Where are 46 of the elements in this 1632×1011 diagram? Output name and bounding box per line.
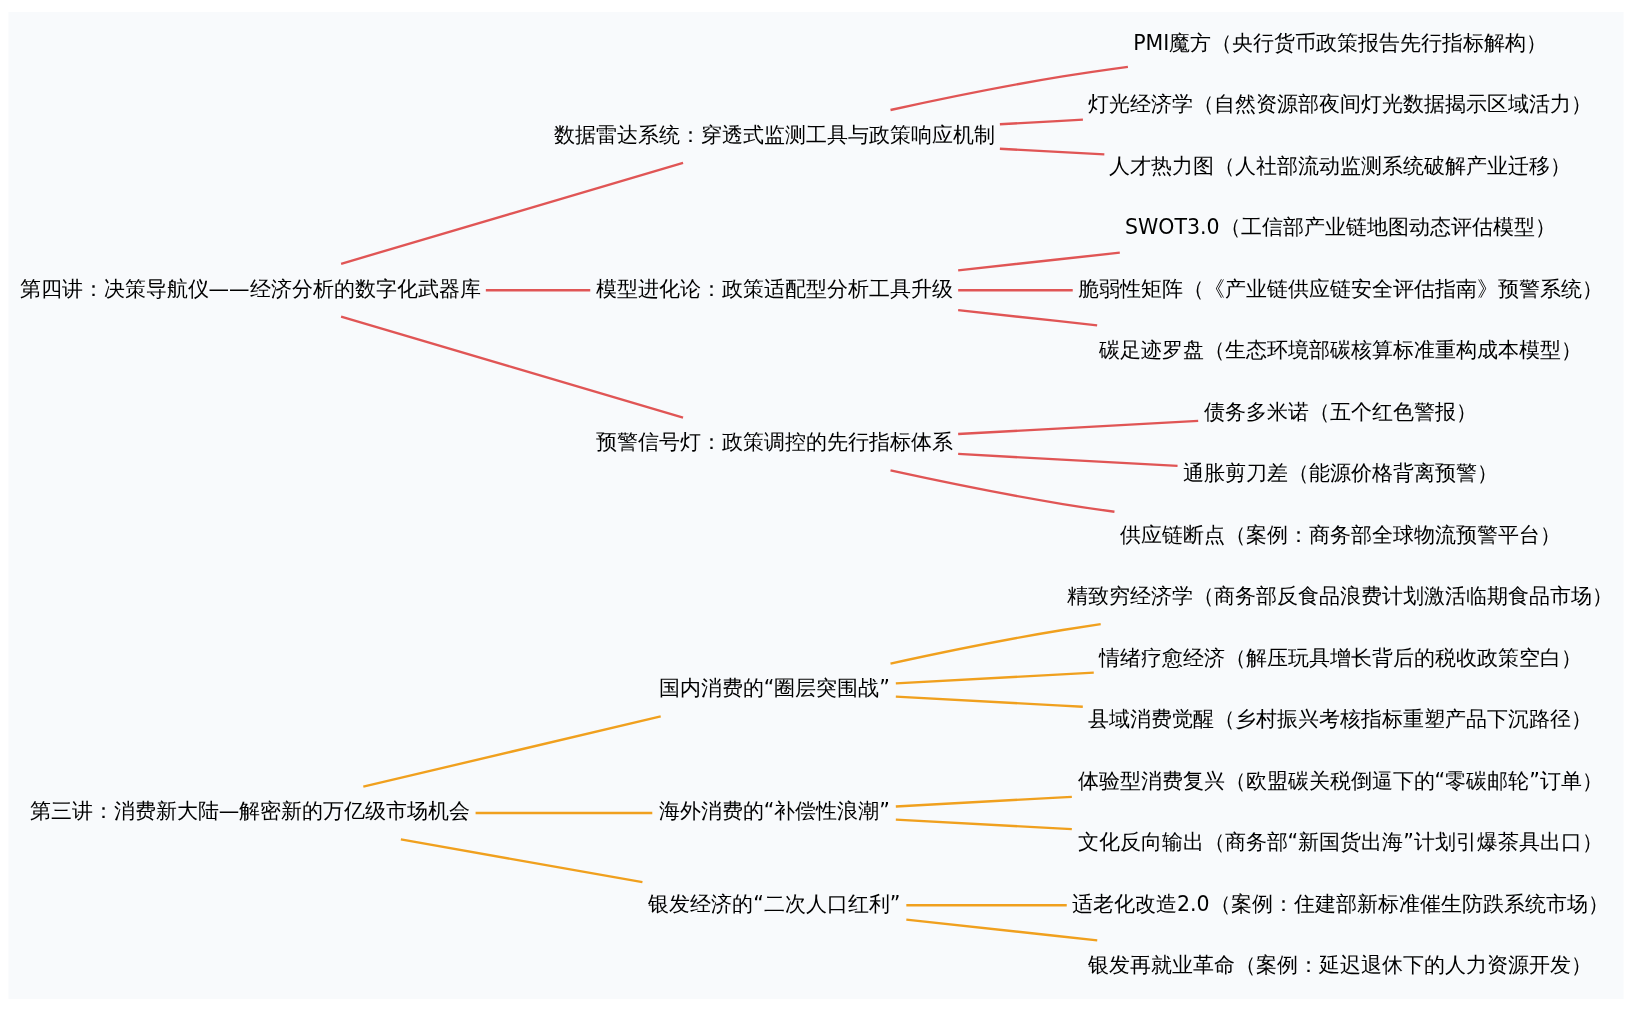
node-text: 适老化改造2.0（案例：住建部新标准催生防跌系统市场） [1071, 891, 1609, 916]
node-text: 通胀剪刀差（能源价格背离预警） [1182, 461, 1498, 486]
connector [999, 147, 1105, 156]
node-text: 碳足迹罗盘（生态环境部碳核算标准重构成本模型） [1098, 338, 1582, 363]
connector [890, 65, 1129, 112]
connector [890, 623, 1101, 665]
node-text: 脆弱性矩阵（《产业链供应链安全评估指南》预警系统） [1077, 276, 1603, 301]
connector [400, 838, 643, 884]
node-text: 模型进化论：政策适配型分析工具升级 [595, 276, 953, 301]
node-text: 数据雷达系统：穿透式监测工具与政策响应机制 [553, 122, 995, 147]
node-text: SWOT3.0（工信部产业链地图动态评估模型） [1124, 215, 1556, 240]
node-text: 县域消费觉醒（乡村振兴考核指标重塑产品下沉路径） [1088, 707, 1593, 732]
node-text: 情绪疗愈经济（解压玩具增长背后的税收政策空白） [1098, 645, 1582, 670]
connector [958, 251, 1120, 272]
node-text: 体验型消费复兴（欧盟碳关税倒逼下的“零碳邮轮”订单） [1077, 768, 1603, 793]
node-text: 人才热力图（人社部流动监测系统破解产业迁移） [1109, 153, 1572, 178]
connector [363, 715, 661, 788]
node-text: 第三讲：消费新大陆—解密新的万亿级市场机会 [29, 799, 471, 824]
connector [340, 161, 684, 265]
node-text: 第四讲：决策导航仪——经济分析的数字化武器库 [19, 276, 481, 301]
connector [895, 818, 1072, 831]
node-text: 银发经济的“二次人口红利” [648, 891, 901, 916]
node-text: 文化反向输出（商务部“新国货出海”计划引爆茶具出口） [1077, 830, 1603, 855]
connector [895, 795, 1072, 808]
node-text: 债务多米诺（五个红色警报） [1203, 399, 1477, 424]
connector [895, 695, 1083, 708]
connector [999, 118, 1083, 126]
node-text: 供应链断点（案例：商务部全球物流预警平台） [1119, 522, 1561, 547]
node-text: 海外消费的“补偿性浪潮” [658, 799, 890, 824]
node-text: 国内消费的“圈层突围战” [658, 676, 890, 701]
connector [340, 315, 684, 419]
connector [958, 452, 1178, 468]
connector [475, 811, 653, 815]
connector [958, 419, 1199, 436]
node-text: 灯光经济学（自然资源部夜间灯光数据揭示区域活力） [1088, 92, 1593, 117]
connector [906, 904, 1067, 907]
node-text: 预警信号灯：政策调控的先行指标体系 [595, 430, 953, 455]
connector [895, 671, 1094, 685]
connector [485, 289, 591, 292]
connector [906, 918, 1098, 942]
node-text: 银发再就业革命（案例：延迟退休下的人力资源开发） [1088, 953, 1593, 978]
connector [958, 309, 1098, 327]
connector [890, 469, 1115, 513]
node-text: 精致穷经济学（商务部反食品浪费计划激活临期食品市场） [1067, 584, 1614, 609]
node-text: PMI魔方（央行货币政策报告先行指标解构） [1133, 30, 1548, 55]
connector [958, 289, 1073, 292]
